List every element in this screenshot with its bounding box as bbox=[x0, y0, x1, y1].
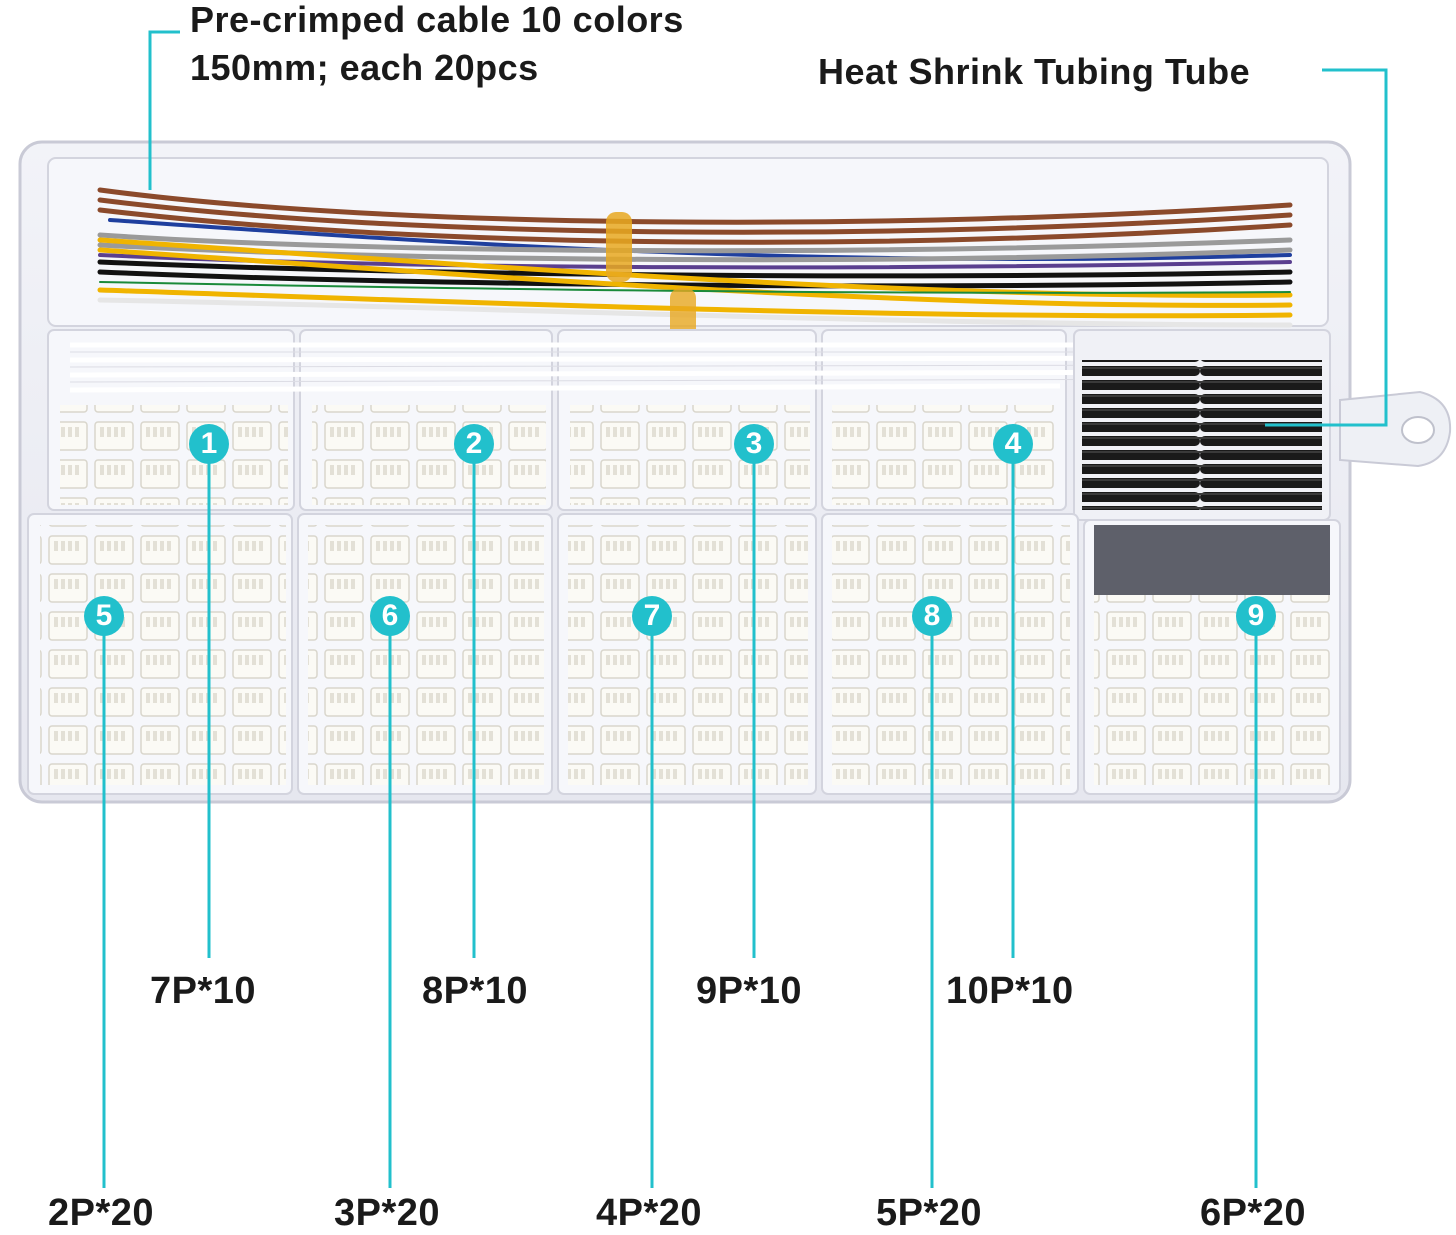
compartment-count-8: 5P*20 bbox=[876, 1192, 983, 1234]
cable-callout-line2: 150mm; each 20pcs bbox=[190, 47, 539, 88]
compartment-count-6: 3P*20 bbox=[334, 1192, 441, 1234]
compartment-count-1: 7P*10 bbox=[150, 970, 257, 1012]
cable-leader-line bbox=[148, 30, 180, 190]
box-hang-tab bbox=[1339, 390, 1452, 468]
compartment-badge-6: 6 bbox=[370, 596, 410, 636]
heat-shrink-callout: Heat Shrink Tubing Tube bbox=[818, 51, 1251, 92]
compartment-badge-5: 5 bbox=[84, 596, 124, 636]
compartment-count-3: 9P*10 bbox=[696, 970, 803, 1012]
compartment-count-4: 10P*10 bbox=[946, 970, 1074, 1012]
compartment-badge-8: 8 bbox=[912, 596, 952, 636]
compartment-count-5: 2P*20 bbox=[48, 1192, 155, 1234]
heat-shrink-leader-line bbox=[1265, 68, 1388, 427]
compartment-count-2: 8P*10 bbox=[422, 970, 529, 1012]
compartment-count-9: 6P*20 bbox=[1200, 1192, 1307, 1234]
compartment-badge-7: 7 bbox=[632, 596, 672, 636]
compartment-badge-1: 1 bbox=[189, 424, 229, 464]
compartment-badge-3: 3 bbox=[734, 424, 774, 464]
cable-callout-line1: Pre-crimped cable 10 colors bbox=[190, 0, 684, 40]
compartment-badge-4: 4 bbox=[993, 424, 1033, 464]
compartment-badge-2: 2 bbox=[454, 424, 494, 464]
compartment-count-7: 4P*20 bbox=[596, 1192, 703, 1234]
compartment-badge-9: 9 bbox=[1236, 596, 1276, 636]
